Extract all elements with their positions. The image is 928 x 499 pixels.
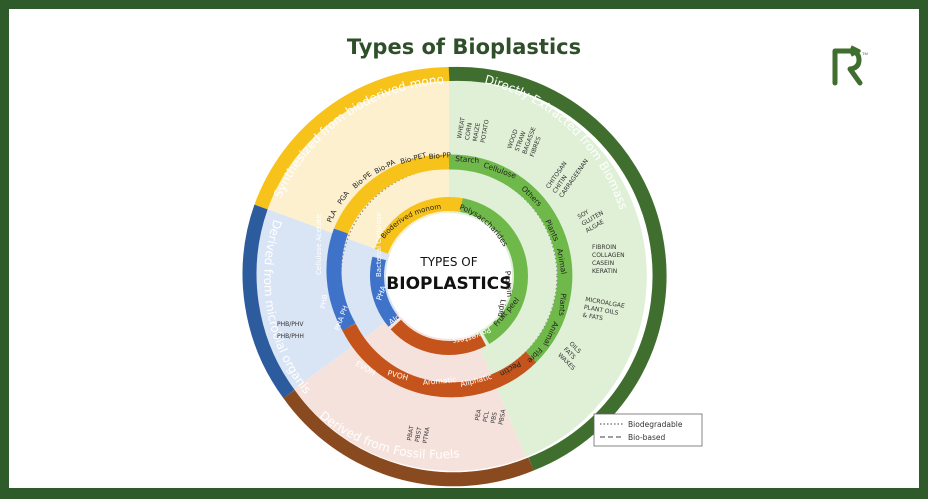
center-disc (386, 213, 512, 339)
leaf-starch: WHEAT CORN MAIZE POTATO (456, 117, 491, 144)
label-animal-1: Animal (555, 248, 568, 275)
leaf-pbat: PBAT (406, 425, 416, 441)
svg-text:TM: TM (862, 51, 868, 56)
label-lipid: Lipid (496, 299, 508, 318)
label-bacterial-cellulose: Bacterial Cellulose (375, 212, 383, 277)
label-starch: Starch (455, 154, 480, 165)
legend-biodegradable: Biodegradable (628, 420, 683, 429)
label-aromatic: Aromatic (422, 375, 456, 387)
leaf-collagen: COLLAGEN (592, 252, 625, 259)
label-cellulose-acetate: Cellulose Acetate (315, 214, 323, 275)
brand-logo: TM (832, 45, 868, 86)
page-title: Types of Bioplastics (346, 35, 582, 59)
leaf-wheat: WHEAT (456, 117, 467, 140)
center-line1: TYPES OF (419, 255, 477, 269)
quadrant-microbial (256, 209, 449, 389)
leaf-animal-protein: FIBROIN COLLAGEN CASEIN KERATIN (592, 244, 625, 275)
leaf-corn: CORN (464, 122, 474, 141)
leaf-plant-protein: SOY GLUTEN ALGAE (577, 209, 606, 235)
leaf-keratin: KERATIN (592, 268, 617, 275)
label-bio-pp: Bio-PP (428, 151, 451, 161)
label-plants-2: Plants (557, 293, 568, 317)
label-protein: Protein (503, 270, 514, 297)
label-phb: PHB (319, 294, 329, 310)
center-line2: BIOPLASTICS (386, 274, 511, 294)
leaf-cellulose: WOOD STRAW BAGASSE FIBRES (506, 126, 542, 158)
leaf-aromatic: PBAT PBST PTMA (406, 425, 432, 444)
leaf-fibroin: FIBROIN (592, 244, 617, 251)
leaf-pcl: PCL (482, 410, 491, 423)
leaf-phb-phh: PHB/PHH (277, 333, 304, 340)
leaf-casein: CASEIN (592, 260, 614, 267)
leaf-pbsa: PBSA (498, 408, 508, 426)
leaf-aliphatic: PEA PCL PBS PBSA (474, 408, 508, 426)
leaf-pea: PEA (474, 408, 483, 421)
leaf-phb-phv: PHB/PHV (277, 321, 304, 328)
legend: Biodegradable Bio-based (593, 413, 703, 447)
bioplastics-wheel: Synthesized from bioderived monomers Dir… (9, 9, 703, 487)
leaf-pha: PHB/PHV PHB/PHH (277, 321, 304, 340)
leaf-maize: MAIZE (472, 122, 482, 142)
leaf-pbs: PBS (490, 411, 499, 424)
legend-biobased: Bio-based (628, 433, 666, 442)
leaf-fats-1: & FATS (582, 312, 604, 323)
infographic-frame: Types of Bioplastics TM Synthesized from… (9, 9, 919, 488)
leaf-ptma: PTMA (422, 426, 432, 444)
leaf-potato: POTATO (480, 119, 491, 144)
leaf-pbst: PBST (414, 426, 424, 442)
